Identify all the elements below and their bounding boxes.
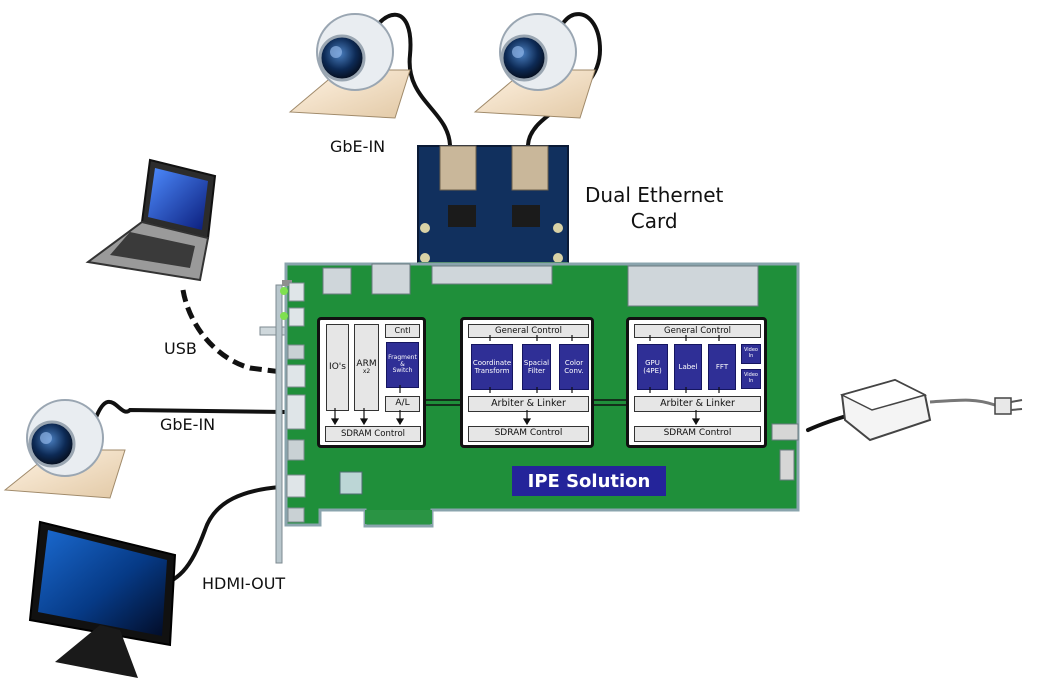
power-adapter-icon [839,378,1023,442]
coordinate-transform-box: Coordinate Transform [471,344,513,390]
color-conv-box: Color Conv. [559,344,589,390]
sdram-control-box-1: SDRAM Control [325,426,421,442]
cntl-box: Cntl [385,324,420,338]
ethernet-card-label: Dual Ethernet Card [585,183,724,233]
cpu-block: IO's ARM x2 Cntl Fragment & Switch A/L S… [317,317,426,448]
ios-box: IO's [326,324,349,411]
general-control-box-2: General Control [468,324,589,338]
fft-box: FFT [708,344,736,390]
ethernet-card-icon [417,145,569,270]
hdmi-out-label: HDMI-OUT [202,574,286,593]
label-box: Label [674,344,702,390]
gbe-in-top-label: GbE-IN [330,137,386,156]
arm-count: x2 [362,368,371,376]
sdram-control-box-3: SDRAM Control [634,426,761,442]
gbe-in-left-label: GbE-IN [160,415,216,434]
arm-box: ARM x2 [354,324,379,411]
image-processing-block: General Control Coordinate Transform Spa… [460,317,594,448]
gpu-block: General Control GPU (4PE) Label FFT Vide… [626,317,767,448]
al-box: A/L [385,396,420,412]
webcam-icon-top-right [473,13,596,119]
monitor-icon [28,520,177,678]
video-in-box-2: Video In [741,369,761,389]
spacial-filter-box: Spacial Filter [522,344,551,390]
general-control-box-3: General Control [634,324,761,338]
video-in-box-1: Video In [741,344,761,364]
fragment-switch-box: Fragment & Switch [386,342,419,388]
arbiter-linker-box-3: Arbiter & Linker [634,396,761,412]
webcam-icon-top-left [288,13,411,119]
laptop-icon [85,158,217,282]
usb-label: USB [164,339,197,358]
gpu-box: GPU (4PE) [637,344,668,390]
arbiter-linker-box-2: Arbiter & Linker [468,396,589,412]
block-links [422,399,630,406]
sdram-control-box-2: SDRAM Control [468,426,589,442]
board-title: IPE Solution [512,466,666,496]
webcam-icon-left [3,399,126,499]
arm-label: ARM [356,358,377,369]
usb-cable [180,289,283,375]
